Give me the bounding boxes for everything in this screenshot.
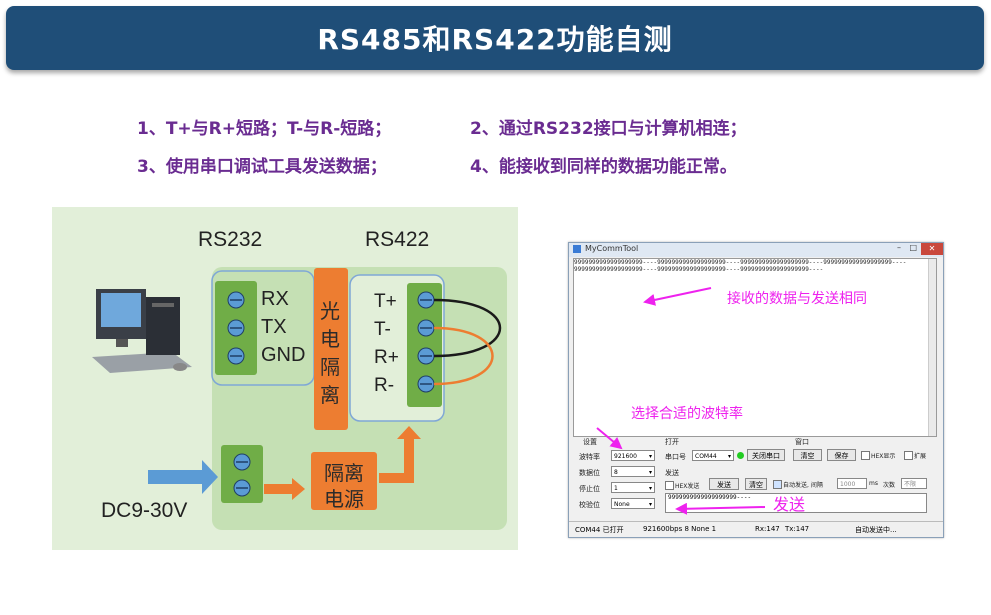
status-rx: Rx:147: [755, 525, 780, 533]
parity-select[interactable]: None ▾: [611, 498, 655, 509]
chevron-down-icon: ▾: [648, 469, 652, 476]
hex-send-label: HEX发送: [675, 483, 700, 490]
wiring-diagram: RS232 RS422 RX TX GND T+ T- R+ R- 光 电 隔 …: [52, 207, 518, 550]
hex-display-label: HEX显示: [871, 453, 896, 460]
opto-char-4: 离: [320, 385, 340, 407]
rs232-label: RS232: [198, 228, 263, 251]
annotation-send: 发送: [773, 495, 806, 514]
annotation-received-same: 接收的数据与发送相同: [727, 291, 867, 307]
receive-scrollbar[interactable]: [928, 259, 936, 436]
auto-send-checkbox[interactable]: [773, 480, 782, 489]
pin-rplus: R+: [374, 347, 399, 368]
port-label: 串口号: [665, 453, 686, 461]
isolated-power-block: [311, 452, 377, 510]
computer-icon: [92, 289, 192, 373]
port-status-led: [737, 452, 744, 459]
power-to-isolation-arrow: [264, 478, 305, 500]
window-title: MyCommTool: [585, 244, 639, 253]
chevron-down-icon: ▾: [727, 453, 731, 460]
app-icon: [573, 245, 581, 253]
baud-label: 波特率: [579, 453, 600, 461]
opto-char-2: 电: [320, 329, 340, 351]
note-4: 4、能接收到同样的数据功能正常。: [470, 157, 737, 177]
stopbits-label: 停止位: [579, 485, 600, 493]
baud-value: 921600: [614, 453, 637, 460]
close-icon[interactable]: ✕: [921, 243, 943, 255]
power-label-line2: 电源: [324, 489, 364, 511]
status-port: COM44 已打开: [575, 526, 624, 534]
receive-area[interactable]: 9999999999999999999----99999999999999999…: [573, 258, 937, 437]
received-line-2: 9999999999999999999----99999999999999999…: [574, 266, 824, 273]
window-titlebar: MyCommTool – □ ✕: [569, 243, 943, 257]
databits-value: 8: [614, 469, 618, 476]
times-label: 次数: [883, 482, 896, 489]
port-select[interactable]: COM44 ▾: [692, 450, 734, 461]
status-config: 921600bps 8 None 1: [643, 525, 717, 533]
hex-send-checkbox[interactable]: [665, 481, 674, 490]
opto-char-3: 隔: [320, 357, 340, 379]
expand-label: 扩展: [914, 453, 927, 460]
note-2: 2、通过RS232接口与计算机相连；: [470, 119, 747, 139]
stopbits-value: 1: [614, 485, 618, 492]
minimize-icon[interactable]: –: [897, 243, 901, 252]
times-input[interactable]: 不限: [901, 478, 927, 489]
send-header: 发送: [665, 469, 679, 477]
power-input-label: DC9-30V: [101, 499, 188, 522]
maximize-icon[interactable]: □: [909, 243, 917, 252]
pin-tx: TX: [261, 316, 287, 338]
pin-tminus: T-: [374, 319, 391, 340]
send-button[interactable]: 发送: [709, 478, 739, 490]
close-port-button[interactable]: 关闭串口: [747, 449, 785, 461]
status-bar: COM44 已打开 921600bps 8 None 1 Rx:147 Tx:1…: [569, 521, 943, 537]
wire-tminus-rminus: [433, 326, 494, 386]
auto-send-label: 自动发送, 间隔: [783, 482, 823, 489]
pin-rx: RX: [261, 288, 289, 310]
isolation-to-module-arrow: [379, 426, 421, 483]
settings-header: 设置: [583, 438, 597, 446]
stopbits-select[interactable]: 1▾: [611, 482, 655, 493]
hex-display-checkbox[interactable]: [861, 451, 870, 460]
annotation-choose-baud: 选择合适的波特率: [631, 406, 743, 422]
databits-label: 数据位: [579, 469, 600, 477]
chevron-down-icon: ▾: [648, 501, 652, 508]
window-header: 窗口: [795, 438, 809, 446]
save-button[interactable]: 保存: [827, 449, 856, 461]
parity-value: None: [614, 501, 630, 508]
parity-label: 校验位: [579, 501, 600, 509]
port-value: COM44: [695, 453, 717, 460]
rs422-label: RS422: [365, 228, 430, 251]
baud-select[interactable]: 921600 ▾: [611, 450, 655, 461]
pin-rminus: R-: [374, 375, 395, 396]
chevron-down-icon: ▾: [648, 453, 652, 460]
note-1: 1、T+与R+短路；T-与R-短路；: [137, 119, 392, 139]
opto-char-1: 光: [320, 301, 340, 323]
clear-receive-button[interactable]: 清空: [793, 449, 822, 461]
expand-checkbox[interactable]: [904, 451, 913, 460]
note-3: 3、使用串口调试工具发送数据；: [137, 157, 387, 177]
page-title: RS485和RS422功能自测: [317, 23, 673, 56]
interval-unit: ms: [869, 480, 878, 487]
clear-send-button[interactable]: 清空: [745, 478, 767, 490]
pin-tplus: T+: [374, 291, 397, 312]
wiring-diagram-graphics: [92, 267, 507, 530]
serial-tool-window: MyCommTool – □ ✕ 9999999999999999999----…: [568, 242, 944, 538]
power-label-line1: 隔离: [324, 463, 364, 485]
databits-select[interactable]: 8▾: [611, 466, 655, 477]
chevron-down-icon: ▾: [648, 485, 652, 492]
pin-gnd: GND: [261, 344, 306, 366]
interval-input[interactable]: 1000: [837, 478, 867, 489]
status-tx: Tx:147: [785, 525, 810, 533]
power-terminal-block: [221, 445, 263, 503]
wire-tplus-rplus: [433, 298, 502, 358]
status-auto: 自动发送中...: [855, 526, 897, 534]
title-banner: RS485和RS422功能自测: [6, 6, 984, 70]
opto-isolation-block: [314, 268, 348, 430]
rs422-terminal-block: [407, 283, 442, 407]
send-text: 9999999999999999999----: [668, 494, 752, 501]
open-header: 打开: [665, 438, 679, 446]
received-line-1: 9999999999999999999----99999999999999999…: [574, 259, 907, 266]
power-input-arrow: [148, 460, 218, 494]
